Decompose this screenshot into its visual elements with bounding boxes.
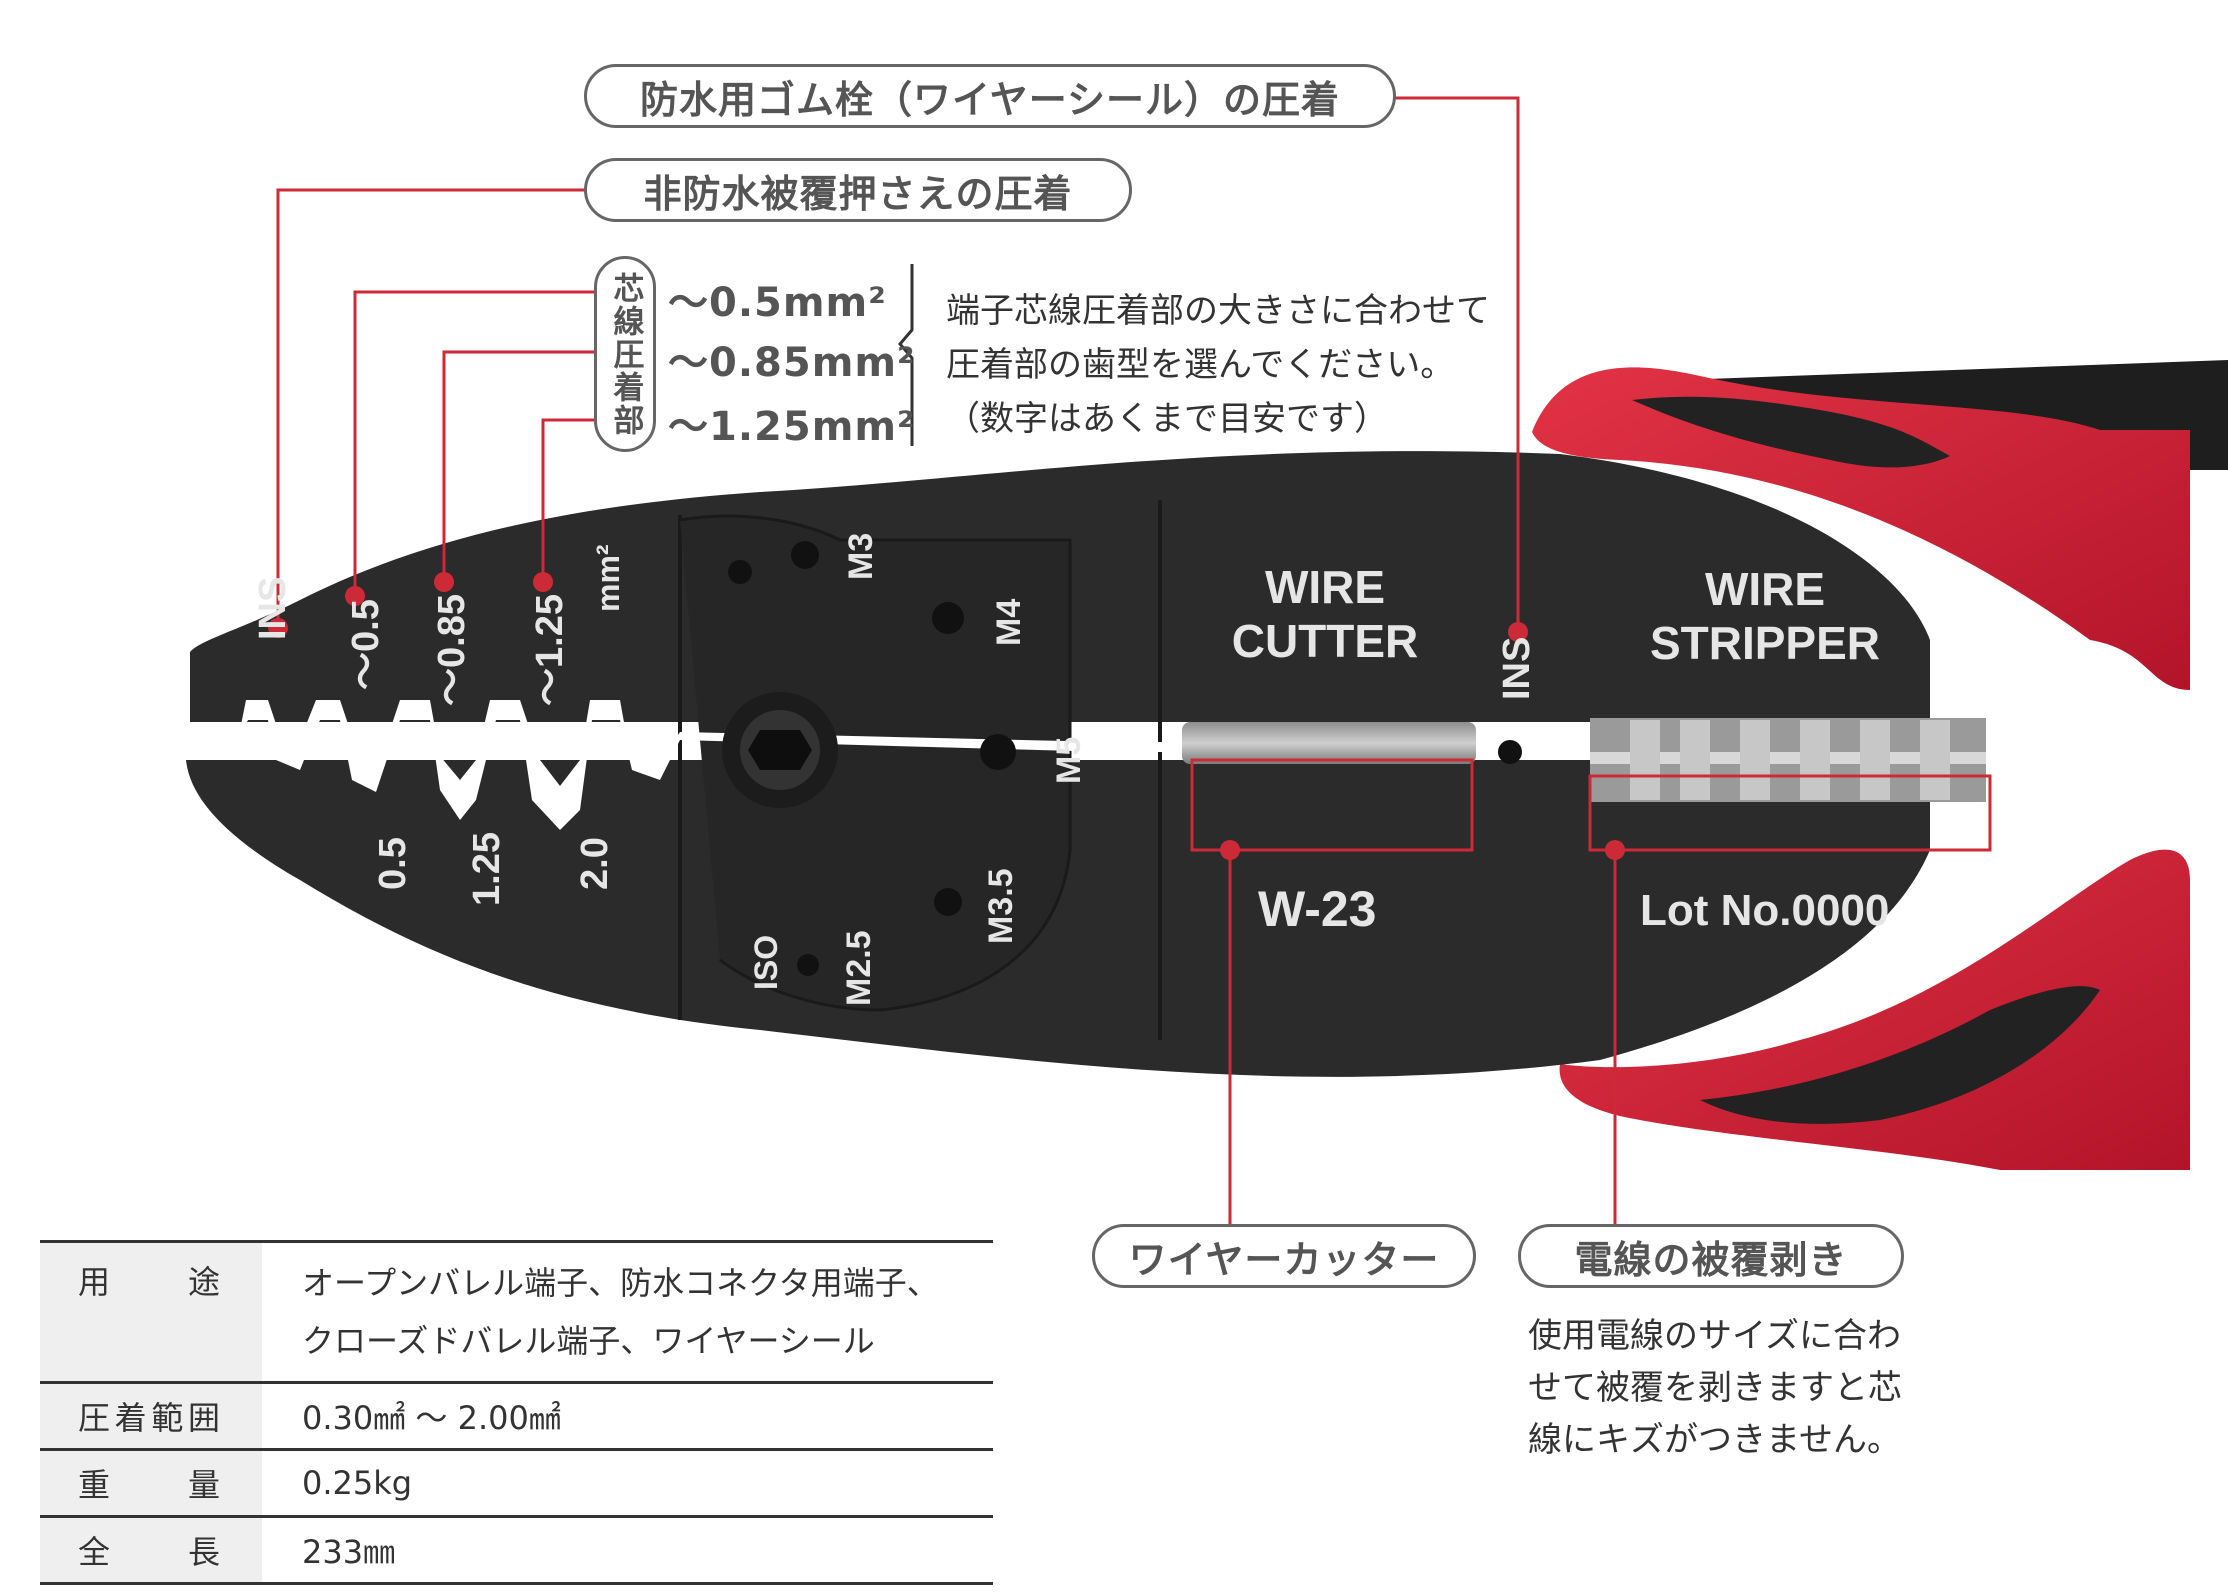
callout-waterproof-seal-text: 防水用ゴム栓（ワイヤーシール）の圧着	[639, 77, 1341, 122]
spec-key-usage: 用途	[40, 1241, 262, 1383]
spec-key-char: 途	[187, 1263, 220, 1301]
marking-wire-stripper-line2: STRIPPER	[1649, 617, 1881, 669]
spec-key-char: 着	[114, 1399, 147, 1437]
spec-key-length: 全長	[40, 1516, 262, 1584]
callout-wire-cutter: ワイヤーカッター	[1092, 1224, 1476, 1288]
crimp-note-line-1: 端子芯線圧着部の大きさに合わせて	[946, 291, 1490, 331]
callout-wire-strip: 電線の被覆剥き	[1518, 1224, 1904, 1288]
spec-key-char: 囲	[187, 1399, 220, 1437]
crimp-note-line-3: （数字はあくまで目安です）	[946, 399, 1388, 439]
spec-row-weight: 重量 0.25kg	[40, 1449, 993, 1517]
marking-m2-5: M2.5	[840, 930, 878, 1006]
marking-m3: M3	[842, 532, 880, 580]
strip-description-line-3: 線にキズがつきません。	[1528, 1420, 1901, 1460]
marking-wire-cutter-line2: CUTTER	[1231, 615, 1419, 667]
marking-bottom-size-3: 2.0	[574, 837, 616, 890]
lower-jaw	[186, 760, 1930, 1077]
spec-key-weight: 重量	[40, 1449, 262, 1517]
spec-row-crimp-range: 圧着範囲 0.30㎟ ～ 2.00㎟	[40, 1382, 993, 1450]
marking-wire-cutter: WIRE CUTTER	[1230, 560, 1420, 668]
core-crimp-label: 芯線圧着部	[594, 256, 656, 452]
strip-description: 使用電線のサイズに合わ せて被覆を剥きますと芯 線にキズがつきません。	[1528, 1310, 1902, 1466]
note-bracket	[898, 264, 914, 446]
spec-key-char: 圧	[78, 1399, 111, 1437]
marking-iso: ISO	[748, 934, 784, 990]
marking-m5: M5	[1050, 736, 1088, 784]
spec-key-char: 長	[187, 1533, 220, 1571]
marking-wire-stripper-line1: WIRE	[1704, 563, 1826, 615]
stripper-bracket	[1588, 774, 1992, 852]
marking-top-size-3: ～1.25	[529, 594, 571, 706]
crimp-note: 端子芯線圧着部の大きさに合わせて 圧着部の歯型を選んでください。 （数字はあくま…	[946, 284, 1490, 446]
spec-value-usage-line-1: オープンバレル端子、防水コネクタ用端子、	[302, 1264, 939, 1302]
leader-lines	[276, 96, 1617, 1224]
callout-non-waterproof-cover: 非防水被覆押さえの圧着	[584, 158, 1132, 222]
marking-wire-cutter-line1: WIRE	[1264, 561, 1386, 613]
cutter-blade	[1182, 722, 1476, 764]
marking-ins-right: INS	[1496, 636, 1538, 700]
spec-value-crimp-range: 0.30㎟ ～ 2.00㎟	[302, 1399, 561, 1437]
spec-key-char: 全	[78, 1533, 111, 1571]
core-crimp-range-1: ～0.5mm²	[668, 280, 887, 326]
upper-handle	[1532, 360, 2228, 690]
callout-non-waterproof-cover-text: 非防水被覆押さえの圧着	[643, 171, 1073, 216]
spec-value-usage-line-2: クローズドバレル端子、ワイヤーシール	[302, 1322, 875, 1360]
spec-key-char: 範	[151, 1399, 184, 1437]
spec-key-char: 量	[187, 1466, 220, 1504]
marking-wire-stripper: WIRE STRIPPER	[1640, 562, 1890, 670]
stripper-blades	[1590, 718, 1986, 802]
marking-ins-left: INS	[252, 576, 294, 640]
callout-wire-strip-text: 電線の被覆剥き	[1574, 1237, 1848, 1282]
strip-description-line-1: 使用電線のサイズに合わ	[1528, 1316, 1901, 1356]
marking-m4: M4	[990, 598, 1028, 646]
spec-value-weight: 0.25kg	[302, 1464, 413, 1502]
marking-model: W-23	[1258, 881, 1377, 937]
cutter-bracket	[1190, 758, 1474, 852]
spec-row-length: 全長 233㎜	[40, 1516, 993, 1584]
strip-description-line-2: せて被覆を剥きますと芯	[1528, 1368, 1902, 1408]
marking-m3-5: M3.5	[982, 868, 1020, 944]
crimp-note-line-2: 圧着部の歯型を選んでください。	[946, 345, 1455, 385]
marking-bottom-size-1: 0.5	[372, 837, 414, 890]
spec-key-char: 重	[78, 1466, 111, 1504]
spec-table: 用途 オープンバレル端子、防水コネクタ用端子、 クローズドバレル端子、ワイヤーシ…	[40, 1240, 993, 1585]
marking-top-size-2: ～0.85	[431, 594, 473, 706]
core-crimp-range-2: ～0.85mm²	[668, 340, 916, 386]
spec-value-length: 233㎜	[302, 1533, 396, 1571]
spec-value-usage: オープンバレル端子、防水コネクタ用端子、 クローズドバレル端子、ワイヤーシール	[262, 1242, 993, 1383]
marking-unit: mm²	[590, 544, 626, 612]
callout-wire-cutter-text: ワイヤーカッター	[1128, 1237, 1440, 1282]
callout-waterproof-seal: 防水用ゴム栓（ワイヤーシール）の圧着	[584, 64, 1396, 128]
core-crimp-range-3: ～1.25mm²	[668, 404, 916, 450]
spec-key-char: 用	[78, 1263, 111, 1301]
marking-top-size-1: ～0.5	[345, 599, 387, 690]
core-crimp-label-text: 芯線圧着部	[607, 271, 644, 437]
spec-key-crimp-range: 圧着範囲	[40, 1382, 262, 1450]
spec-row-usage: 用途 オープンバレル端子、防水コネクタ用端子、 クローズドバレル端子、ワイヤーシ…	[40, 1241, 993, 1383]
lower-handle	[1559, 849, 2190, 1170]
crimp-teeth	[186, 700, 1930, 830]
marking-bottom-size-2: 1.25	[466, 832, 508, 906]
marking-lot: Lot No.0000	[1640, 886, 1890, 935]
